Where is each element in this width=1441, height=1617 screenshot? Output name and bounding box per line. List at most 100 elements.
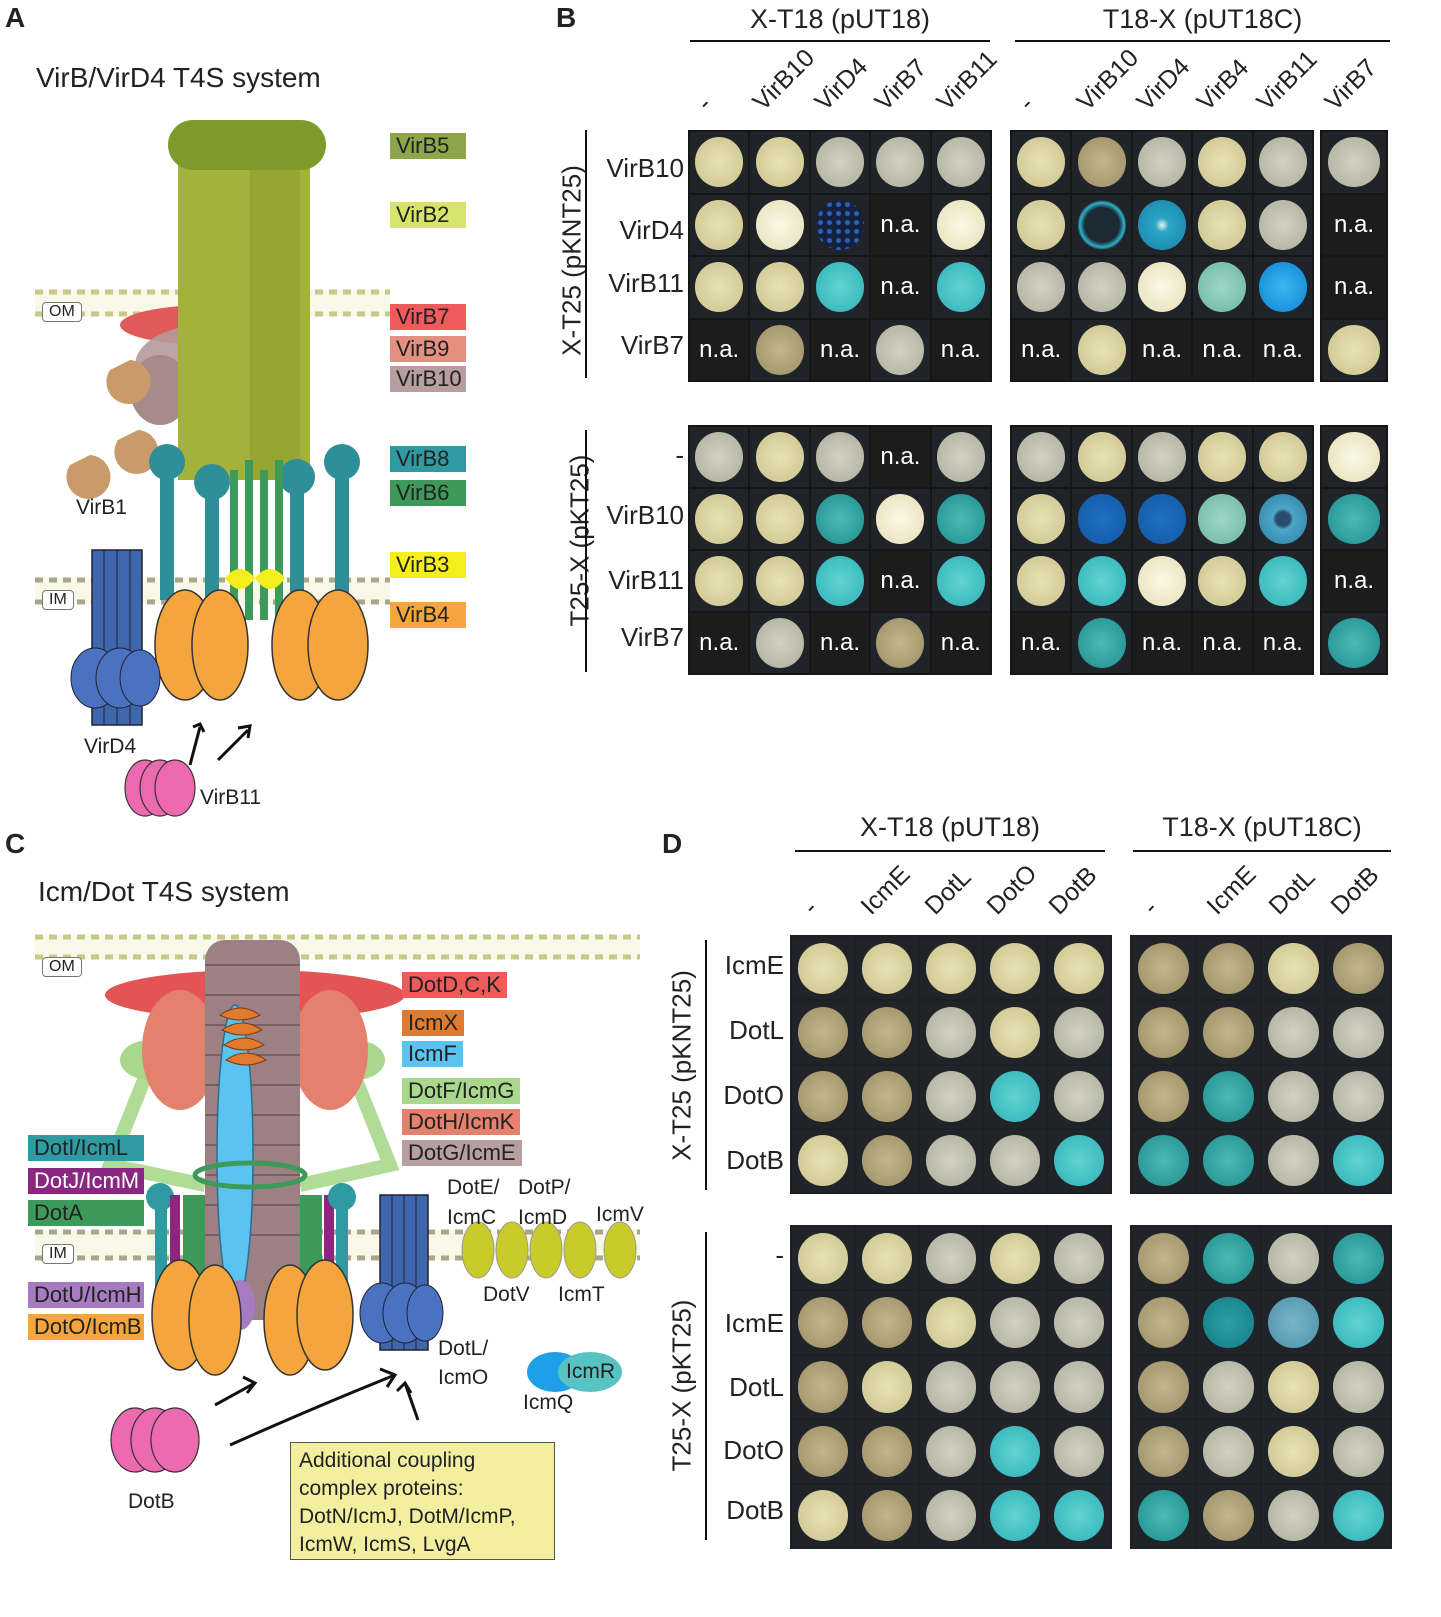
b-top-row-2: VirB11 [608,268,684,298]
b-top2-spot-3-1 [1077,324,1126,375]
b-top2-spot-1-1 [1077,199,1126,250]
d-top2-spot-3-2 [1267,1135,1320,1187]
d-bot1-spot-0-3 [989,1232,1041,1284]
d-bot2-cell-3-2 [1262,1420,1325,1483]
d-top2-cell-3-1 [1197,1129,1260,1192]
b-bot1-spot-1-2 [816,494,864,544]
legend-doto-icmb: DotO/IcmB [28,1314,144,1340]
d-top2-spot-2-0 [1137,1071,1190,1123]
b-top2-cell-1-3 [1193,194,1252,255]
b-top1-cell-0-3 [871,132,930,193]
b-bot2-spot-0-3 [1198,432,1247,482]
b-bottom-side-line [585,430,587,672]
b-bot1-spot-3-3 [876,618,925,668]
d-bot1-spot-2-4 [1053,1361,1105,1413]
d-bot1-cell-4-1 [856,1484,918,1547]
b-top-row-1: VirD4 [619,215,684,245]
b-g1-col-3: VirB7 [869,53,933,117]
d-top2-cell-1-0 [1132,1001,1195,1064]
b-top1-cell-1-4 [931,194,990,255]
d-bot2-spot-1-3 [1332,1297,1385,1349]
d-bot1-cell-1-4 [1048,1291,1110,1354]
d-bot1-spot-1-1 [861,1297,913,1349]
d-top1-cell-0-3 [984,937,1046,1000]
b-bot1-cell-0-2 [810,427,870,487]
d-bot2-cell-2-1 [1197,1355,1260,1419]
icmR-label: IcmR [566,1360,615,1383]
d-bot2-spot-1-0 [1137,1297,1190,1349]
d-bottom-grid-1 [790,1225,1112,1549]
b-bot1-spot-1-4 [936,494,985,544]
d-bot2-spot-1-2 [1267,1297,1320,1349]
d-top2-spot-2-1 [1202,1071,1255,1123]
b-top2-cell-2-4 [1253,257,1312,318]
d-bot2-cell-1-1 [1197,1291,1260,1354]
virb6-shapes [230,460,283,620]
icmO-label: IcmO [438,1366,489,1389]
d-bottom-grid-2 [1130,1225,1392,1549]
panel-d-letter: D [662,828,683,859]
d-bot2-spot-4-3 [1332,1490,1385,1542]
d-bot1-cell-2-4 [1048,1355,1110,1419]
d-bot1-cell-4-2 [920,1484,982,1547]
b-bot2-spot-3-1 [1077,618,1126,668]
d-top2-spot-3-3 [1332,1135,1385,1187]
legend-virb4: VirB4 [390,602,466,628]
legend-dotu-icmh: DotU/IcmH [28,1282,144,1308]
b-top1-spot-1-1 [755,199,804,250]
d-top1-cell-2-4 [1048,1065,1110,1128]
b-bottom-grid-2: n.a.n.a.n.a.n.a. [1010,425,1314,675]
d-bot2-spot-2-2 [1267,1361,1320,1413]
d-bot2-spot-2-1 [1202,1361,1255,1413]
b-bot1-spot-3-1 [755,618,804,668]
d-top1-cell-1-3 [984,1001,1046,1064]
b-bot1-cell-3-1 [750,613,809,673]
d-bot1-spot-0-0 [797,1232,849,1284]
virB11-label: VirB11 [200,786,262,809]
b-top2-cell-0-1 [1072,132,1131,193]
b-bot1-cell-0-4 [931,427,990,487]
b-header-x-t18: X-T18 (pUT18) [749,4,931,34]
b-top2-spot-1-4 [1258,199,1307,250]
b-bot1-cell-0-0 [690,427,749,487]
b-bot2-cell-1-4 [1253,489,1312,549]
b-top1-spot-3-3 [876,324,925,375]
b-top1-cell-2-1 [750,257,809,318]
b-bot2-cell-3-3: n.a. [1193,613,1252,673]
dotV-label: DotV [483,1283,530,1306]
b-bot-row-0: - [675,440,684,470]
b-top1-cell-3-4: n.a. [931,319,990,380]
b-header-line-1 [690,40,990,42]
c-om-label: OM [42,957,82,977]
b-bot2-cell-1-3 [1193,489,1252,549]
d-top1-cell-1-0 [792,1001,854,1064]
d-bot1-cell-0-3 [984,1227,1046,1290]
dotP-label: DotP/ [518,1176,571,1199]
d-top1-cell-3-1 [856,1129,918,1192]
d-top2-spot-2-2 [1267,1071,1320,1123]
b-bot1-spot-2-1 [755,556,804,606]
b-bot1-cell-0-1 [750,427,809,487]
b-bot1-spot-1-1 [755,494,804,544]
d-bot1-cell-2-3 [984,1355,1046,1419]
d-top1-spot-0-0 [797,942,849,994]
d-bot2-cell-2-2 [1262,1355,1325,1419]
b-top1-cell-1-0 [690,194,749,255]
b-top1-spot-3-1 [755,324,804,375]
b-top1-spot-0-1 [755,137,804,188]
b-top2-cell-3-2: n.a. [1132,319,1192,380]
d-bot2-spot-3-1 [1202,1425,1255,1477]
b-top2-cell-3-3: n.a. [1193,319,1252,380]
d-top2-cell-3-0 [1132,1129,1195,1192]
panel-b-letter: B [556,2,577,33]
d-top1-spot-0-2 [925,942,977,994]
d-top2-cell-0-0 [1132,937,1195,1000]
d-top1-spot-3-1 [861,1135,913,1187]
b-g2-col-4: VirB11 [1251,45,1323,117]
virb11-arrows [188,722,252,766]
b-bot1-cell-1-0 [690,489,749,549]
d-bot2-spot-2-3 [1332,1361,1385,1413]
d-bot2-cell-2-0 [1132,1355,1195,1419]
d-top2-cell-3-3 [1327,1129,1390,1192]
b-top-grid-3: n.a.n.a. [1320,130,1388,382]
